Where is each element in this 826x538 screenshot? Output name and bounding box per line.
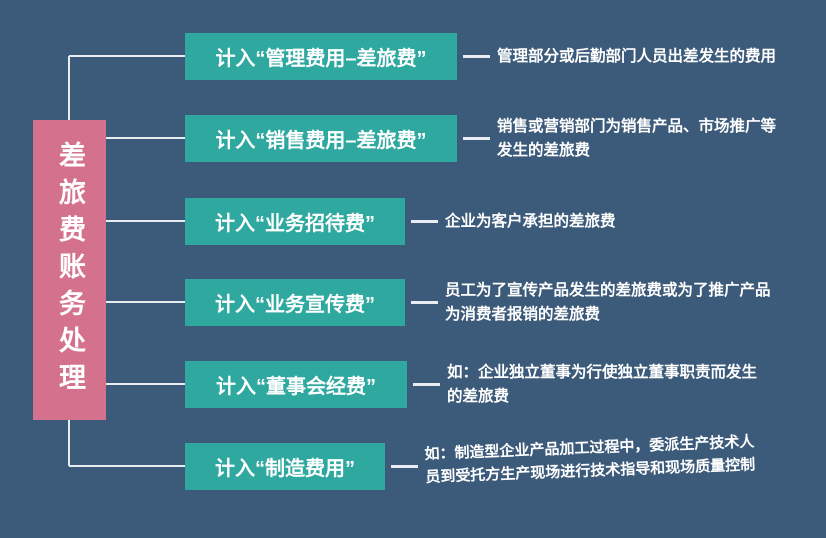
root-node: 差旅费账务处理 [33, 120, 106, 420]
connector-dash [413, 383, 440, 386]
branch-label: 计入“销售费用–差旅费” [215, 130, 427, 152]
branch-row-selling-expense: 计入“销售费用–差旅费” 销售或营销部门为销售产品、市场推广等 发生的差旅费 [185, 115, 776, 162]
branch-label: 计入“董事会经费” [216, 376, 376, 398]
connector-dash [463, 137, 490, 140]
branch-row-board-expense: 计入“董事会经费” 如：企业独立董事为行使独立董事职责而发生 的差旅费 [185, 361, 757, 408]
branch-row-manufacturing-expense: 计入“制造费用” 如：制造型企业产品加工过程中，委派生产技术人 员到受托方生产现… [185, 433, 756, 490]
branch-label: 计入“制造费用” [215, 458, 355, 480]
branch-box: 计入“管理费用–差旅费” [185, 33, 457, 80]
branch-box: 计入“董事会经费” [185, 361, 407, 408]
branch-description: 企业为客户承担的差旅费 [445, 212, 616, 230]
branch-box: 计入“销售费用–差旅费” [185, 115, 457, 162]
branch-description: 销售或营销部门为销售产品、市场推广等 发生的差旅费 [497, 118, 777, 159]
connector-dash [411, 220, 438, 223]
branch-description: 员工为了宣传产品发生的差旅费或为了推广产品 为消费者报销的差旅费 [445, 282, 771, 323]
root-title: 差旅费账务处理 [55, 140, 85, 400]
branch-box: 计入“业务宣传费” [185, 279, 405, 326]
branch-label: 计入“业务招待费” [215, 213, 375, 235]
branch-label: 计入“管理费用–差旅费” [215, 48, 427, 70]
branch-row-management-expense: 计入“管理费用–差旅费” 管理部分或后勤部门人员出差发生的费用 [185, 33, 776, 80]
branch-box: 计入“业务招待费” [185, 198, 405, 245]
branch-label: 计入“业务宣传费” [215, 294, 375, 316]
connector-dash [463, 55, 490, 58]
branch-row-business-promotion: 计入“业务宣传费” 员工为了宣传产品发生的差旅费或为了推广产品 为消费者报销的差… [185, 279, 771, 326]
branch-box: 计入“制造费用” [185, 443, 385, 490]
branch-description: 如：企业独立董事为行使独立董事职责而发生 的差旅费 [447, 364, 758, 405]
connector-dash [411, 301, 438, 304]
branch-description: 管理部分或后勤部门人员出差发生的费用 [497, 47, 777, 65]
branch-row-business-entertainment: 计入“业务招待费” 企业为客户承担的差旅费 [185, 198, 616, 245]
connector-dash [391, 465, 418, 468]
